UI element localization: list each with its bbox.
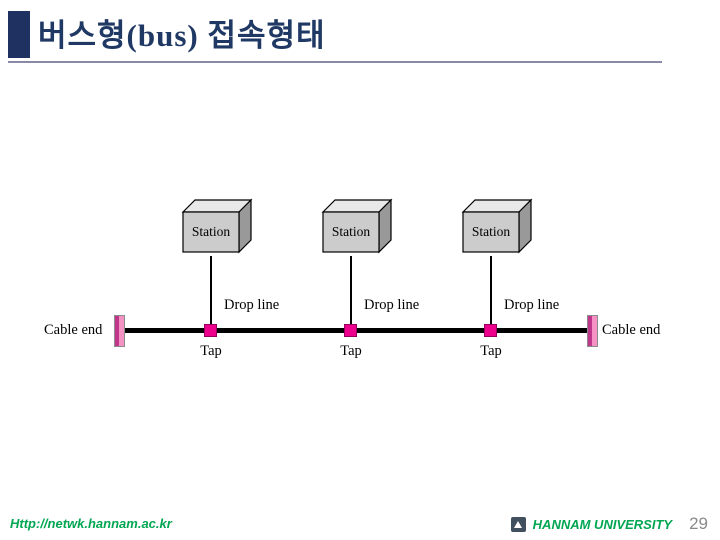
university-name: HANNAM UNIVERSITY <box>532 516 673 532</box>
tap-label: Tap <box>340 343 362 359</box>
tap-connector <box>344 324 357 337</box>
drop-line-label: Drop line <box>224 297 280 313</box>
footer-url: Http://netwk.hannam.ac.kr <box>10 516 172 531</box>
title-underline <box>8 61 662 63</box>
page-number: 29 <box>689 514 708 533</box>
drop-line <box>490 256 492 330</box>
station-box: Station <box>181 198 253 256</box>
station-label: Station <box>191 224 231 239</box>
footer-right: HANNAM UNIVERSITY 29 <box>510 514 708 534</box>
bus-cable-line <box>122 328 592 333</box>
station-box: Station <box>461 198 533 256</box>
tap-label: Tap <box>480 343 502 359</box>
station-box-3d-icon <box>461 198 533 254</box>
cable-end-terminator-right <box>587 315 598 347</box>
tap-label: Tap <box>200 343 222 359</box>
station-label: Station <box>471 224 511 239</box>
drop-line-label: Drop line <box>364 297 420 313</box>
station-box: Station <box>321 198 393 256</box>
drop-line <box>210 256 212 330</box>
cable-end-terminator-left <box>114 315 125 347</box>
hannam-university-logo-icon <box>510 516 526 532</box>
title-accent-bar <box>8 11 30 58</box>
drop-line <box>350 256 352 330</box>
tap-connector <box>204 324 217 337</box>
cable-end-label-left: Cable end <box>44 322 103 338</box>
station-label: Station <box>331 224 371 239</box>
drop-line-label: Drop line <box>504 297 560 313</box>
tap-connector <box>484 324 497 337</box>
slide-title: 버스형(bus) 접속형태 <box>38 18 326 53</box>
station-box-3d-icon <box>321 198 393 254</box>
station-box-3d-icon <box>181 198 253 254</box>
cable-end-label-right: Cable end <box>602 322 661 338</box>
